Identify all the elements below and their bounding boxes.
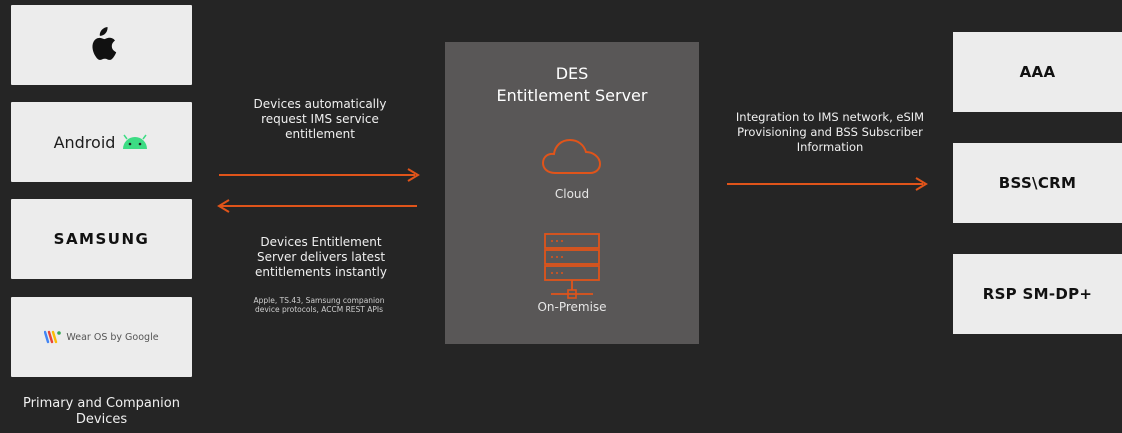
apple-logo-icon xyxy=(91,27,116,60)
rsp-smdp-label: RSP SM-DP+ xyxy=(982,285,1093,303)
server-title-line2: Entitlement Server xyxy=(496,86,648,105)
integration-arrowhead-icon xyxy=(915,177,928,191)
android-robot-icon xyxy=(123,134,148,149)
wearos-logo-icon xyxy=(44,330,62,344)
deliver-arrow xyxy=(221,205,417,207)
integration-arrow xyxy=(727,183,923,185)
deliver-arrowhead-icon xyxy=(217,199,230,213)
bss-crm-label: BSS\CRM xyxy=(998,174,1077,192)
des-server-box: DES Entitlement Server Cloud On-Premise xyxy=(445,42,699,344)
server-rack-icon xyxy=(544,233,600,299)
request-arrow xyxy=(219,174,415,176)
wearos-device-card: Wear OS by Google xyxy=(11,297,192,377)
request-arrowhead-icon xyxy=(407,168,420,182)
aaa-system-card: AAA xyxy=(953,32,1122,112)
apple-device-card xyxy=(11,5,192,85)
onprem-label: On-Premise xyxy=(537,300,607,314)
rsp-smdp-system-card: RSP SM-DP+ xyxy=(953,254,1122,334)
cloud-label: Cloud xyxy=(554,187,590,201)
android-device-card: Android xyxy=(11,102,192,182)
android-label: Android xyxy=(53,132,116,152)
bss-crm-system-card: BSS\CRM xyxy=(953,143,1122,223)
server-title-line1: DES xyxy=(555,64,589,83)
integration-text: Integration to IMS network, eSIM Provisi… xyxy=(735,110,925,154)
samsung-device-card: SAMSUNG xyxy=(11,199,192,279)
request-text: Devices automatically request IMS servic… xyxy=(253,97,387,141)
cloud-icon xyxy=(541,138,602,174)
samsung-logo-text: SAMSUNG xyxy=(53,230,150,248)
wearos-label: Wear OS by Google xyxy=(66,331,159,343)
protocols-text: Apple, TS.43, Samsung companion device p… xyxy=(253,296,385,314)
deliver-text: Devices Entitlement Server delivers late… xyxy=(255,235,387,279)
devices-caption: Primary and Companion Devices xyxy=(23,396,180,427)
aaa-label: AAA xyxy=(1019,63,1056,81)
